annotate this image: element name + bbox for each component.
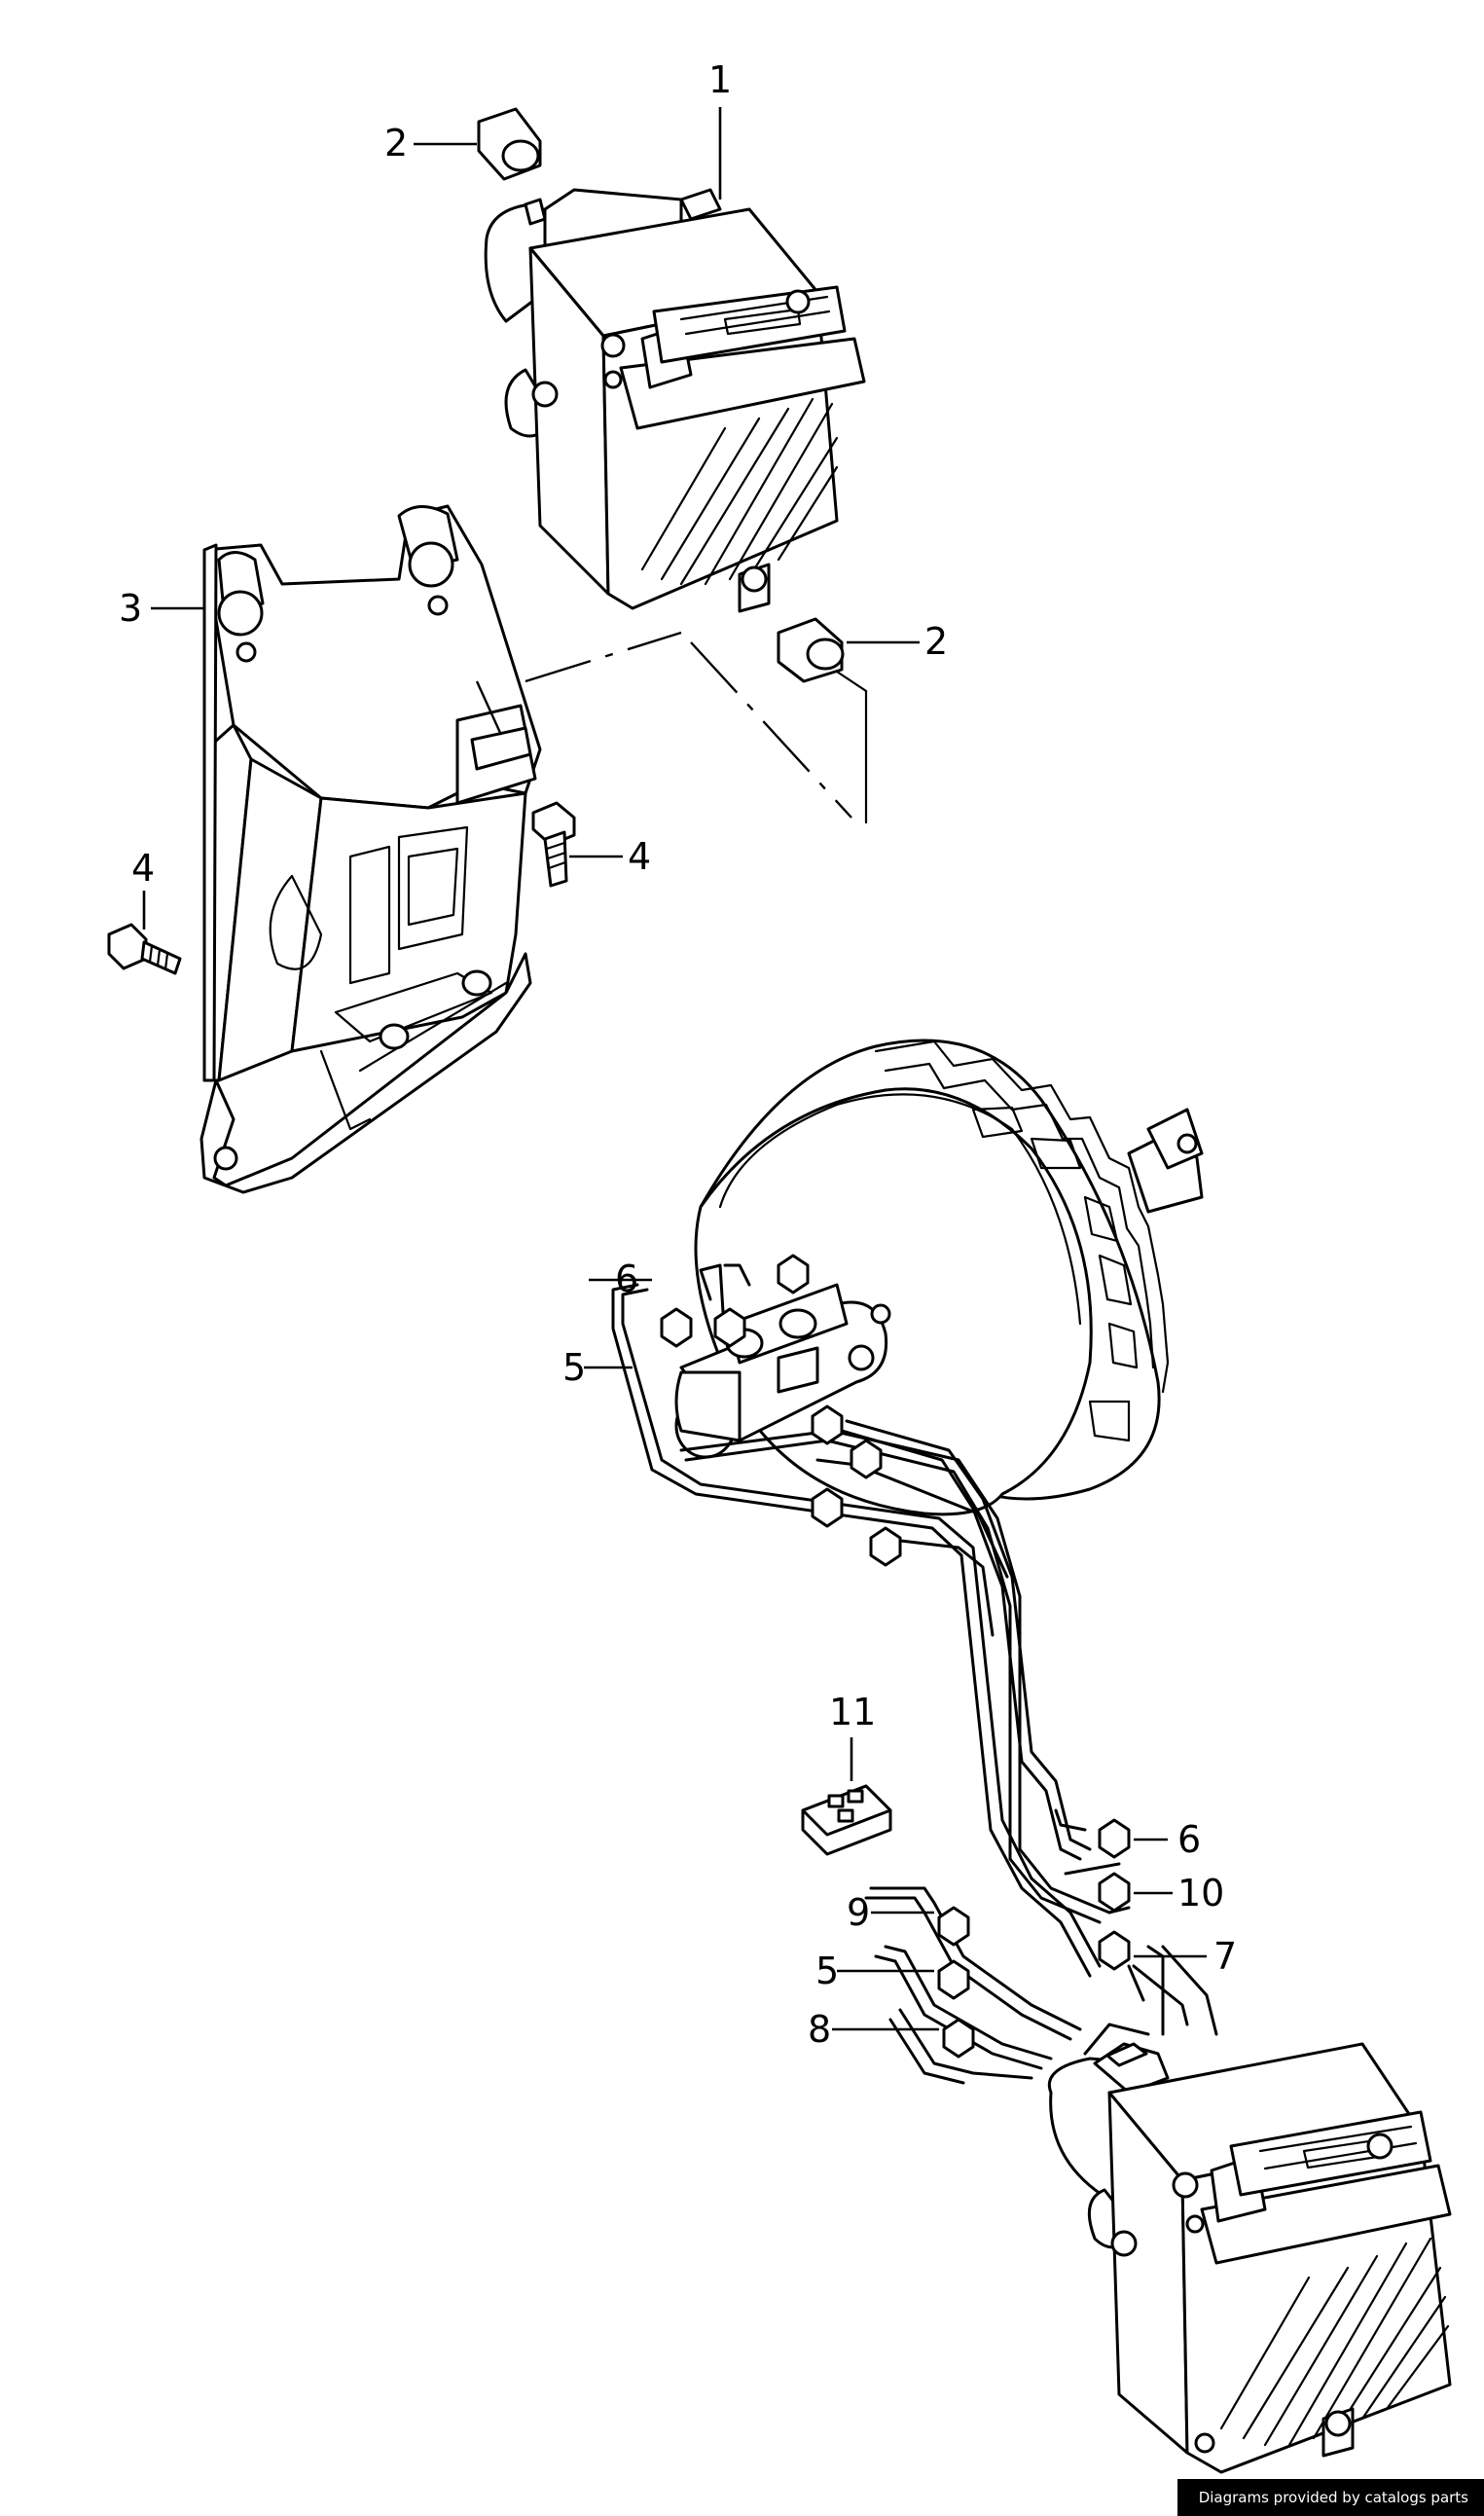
callout-2-lower: 2 bbox=[924, 620, 948, 663]
callout-11: 11 bbox=[829, 1691, 876, 1733]
brake-booster bbox=[694, 1039, 1204, 1516]
callout-9: 9 bbox=[847, 1891, 870, 1934]
hydraulic-unit-bottom bbox=[1048, 2042, 1452, 2474]
callout-2-top: 2 bbox=[384, 122, 408, 164]
callout-7: 7 bbox=[1213, 1935, 1237, 1978]
credit-banner: Diagrams provided by catalogs parts bbox=[1176, 2479, 1484, 2516]
mounting-bracket bbox=[199, 504, 542, 1194]
fittings bbox=[660, 1254, 1131, 2059]
rubber-mount-lower bbox=[777, 617, 845, 683]
callout-labels: 1 2 2 3 4 4 6 5 11 6 10 7 9 5 8 bbox=[119, 58, 1237, 2051]
master-cylinder bbox=[674, 1283, 891, 1459]
callout-1: 1 bbox=[708, 58, 732, 101]
callout-3: 3 bbox=[119, 587, 142, 630]
callout-4-left: 4 bbox=[131, 847, 155, 890]
rubber-mount-top bbox=[477, 107, 542, 181]
callout-4-right: 4 bbox=[628, 835, 651, 878]
assembly-lines-top bbox=[475, 631, 868, 824]
bolt-left bbox=[107, 923, 182, 975]
hydraulic-unit-top bbox=[484, 188, 866, 613]
callout-6-lower: 6 bbox=[1177, 1818, 1201, 1861]
callout-10: 10 bbox=[1177, 1872, 1224, 1914]
cooling-fins-bottom bbox=[1219, 2237, 1450, 2447]
cooling-fins-top bbox=[640, 397, 839, 586]
leader-lines bbox=[142, 107, 1207, 2031]
callout-8: 8 bbox=[808, 2008, 831, 2051]
bolt-right bbox=[531, 801, 576, 888]
callout-5-lower: 5 bbox=[815, 1950, 839, 1992]
callout-5-upper: 5 bbox=[562, 1346, 586, 1389]
callout-6-upper: 6 bbox=[615, 1258, 638, 1300]
connector-clip bbox=[801, 1784, 892, 1856]
